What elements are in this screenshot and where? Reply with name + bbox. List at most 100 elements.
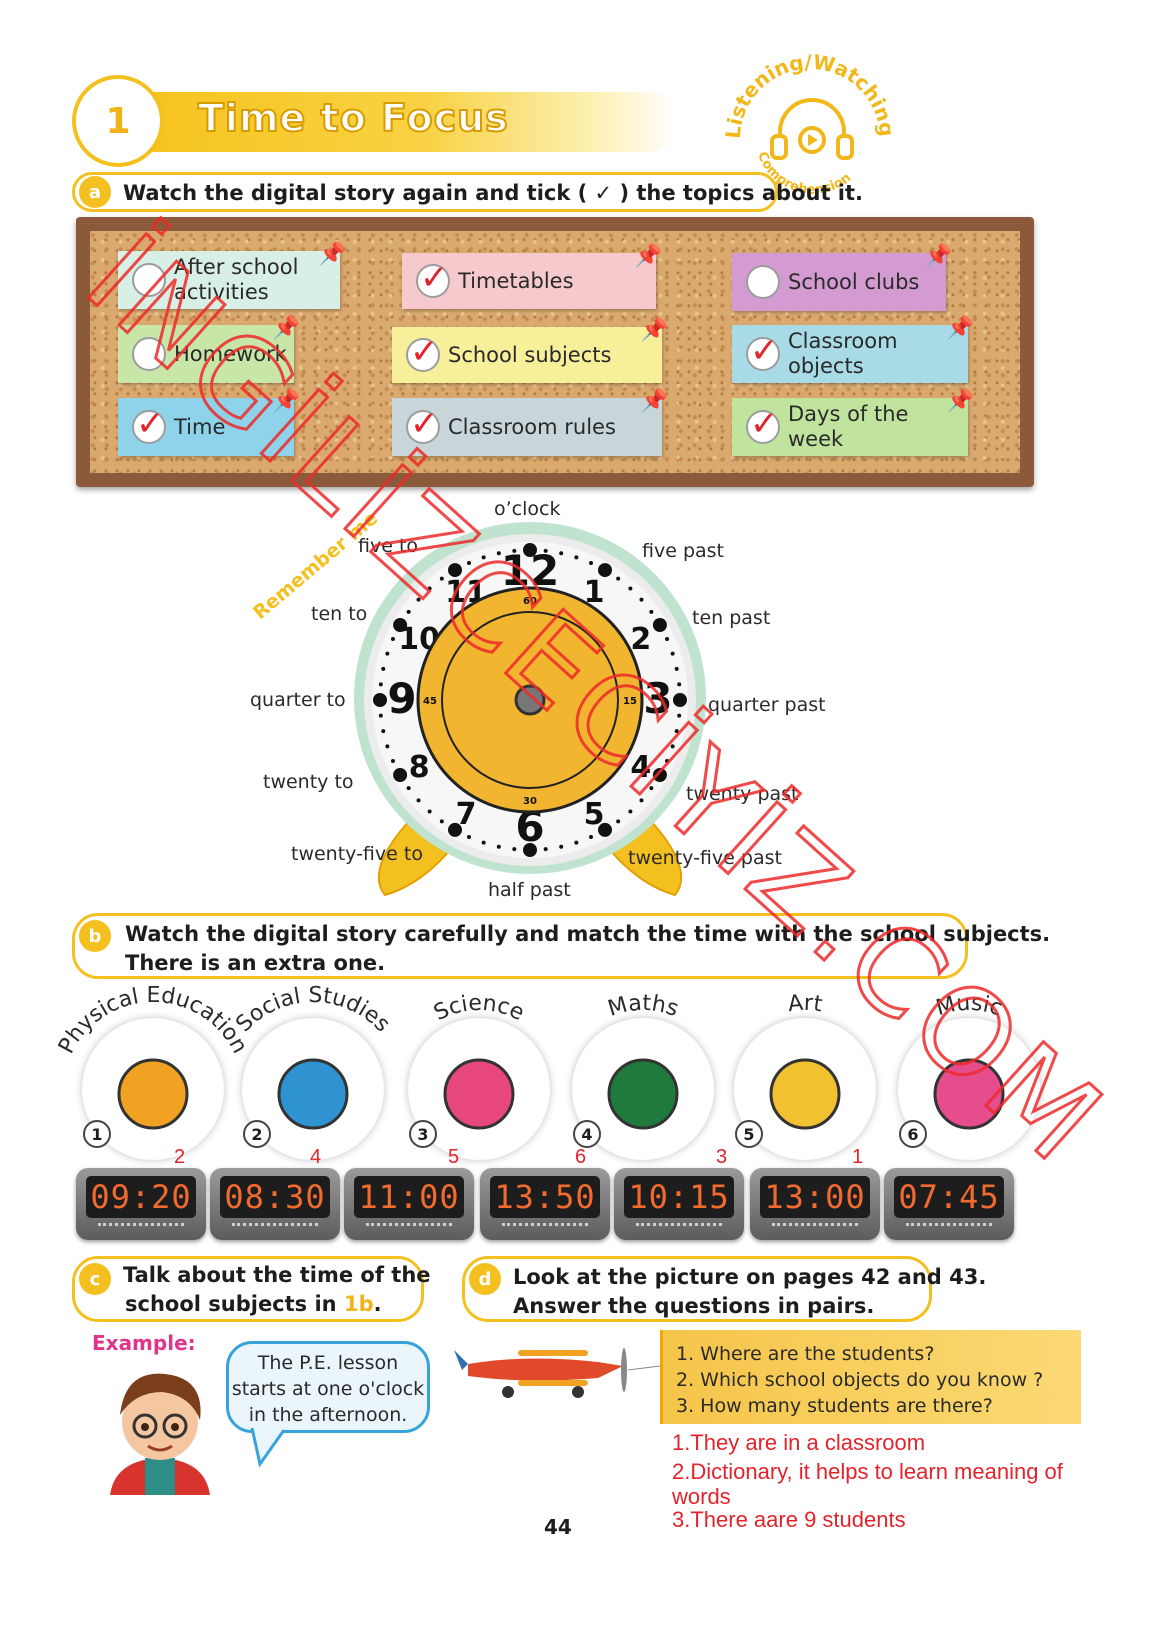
tick-checkbox[interactable]	[746, 265, 780, 299]
pushpin-icon: 📌	[946, 388, 974, 413]
minute-dot	[616, 819, 621, 824]
label-five-to: five to	[358, 535, 419, 557]
clock-numeral: 8	[409, 750, 430, 785]
airplane-icon	[454, 1348, 660, 1398]
tick-checkbox[interactable]	[132, 337, 166, 371]
pushpin-icon: 📌	[318, 241, 346, 266]
handwritten-answer: 3	[716, 1146, 728, 1168]
label-five-past: five past	[642, 540, 724, 562]
minute-dot	[639, 798, 644, 803]
pushpin-icon: 📌	[640, 317, 668, 342]
minute-dot	[649, 786, 654, 791]
subject-number: 6	[899, 1120, 927, 1148]
page-title: Time to Focus	[197, 95, 509, 141]
topic-label: Timetables	[458, 268, 574, 293]
clock-buttons	[98, 1223, 184, 1234]
minute-dot	[406, 609, 411, 614]
tick-checkbox[interactable]: ✓	[406, 404, 440, 444]
tick-checkbox[interactable]: ✓	[406, 332, 440, 372]
svg-text:Art: Art	[787, 991, 825, 1018]
minute-dot	[559, 844, 564, 849]
minute-dot	[381, 666, 386, 671]
minute-dot	[439, 576, 444, 581]
minute-dot	[616, 576, 621, 581]
minute-dot	[589, 560, 594, 565]
page-number: 44	[544, 1515, 572, 1539]
letter-d: d	[469, 1263, 501, 1295]
hour-dot	[448, 822, 462, 837]
clock-numeral: 4	[630, 750, 651, 785]
minute-dot	[385, 744, 390, 749]
letter-a: a	[79, 176, 111, 208]
clock-numeral: 7	[456, 797, 477, 832]
answer-1: 1.They are in a classroom	[672, 1430, 926, 1455]
tick-checkbox[interactable]: ✓	[132, 404, 166, 444]
question-1: 1. Where are the students?	[676, 1343, 935, 1365]
minute-dot	[481, 555, 486, 560]
subject-number: 2	[243, 1120, 271, 1148]
checkmark-icon: ✓	[136, 404, 165, 444]
minute-dot	[496, 551, 501, 556]
minute-dot	[466, 835, 471, 840]
tick-checkbox[interactable]: ✓	[746, 331, 780, 371]
digital-clock: 10:15	[614, 1168, 744, 1240]
bubble-line-2: starts at one o'clock	[231, 1378, 425, 1400]
tick-checkbox[interactable]: ✓	[416, 258, 450, 298]
hour-dot	[673, 693, 687, 707]
label-ten-past: ten past	[692, 607, 771, 629]
tick-checkbox[interactable]: ✓	[746, 404, 780, 444]
clock-numeral: 2	[630, 622, 651, 657]
hour-dot	[523, 843, 537, 857]
subject-number: 5	[735, 1120, 763, 1148]
minute-dot	[390, 636, 395, 641]
minute-dot	[674, 666, 679, 671]
flask-icon	[443, 1058, 515, 1130]
topic-note: ✓Time📌	[118, 388, 300, 456]
topic-note: ✓Classroom rules📌	[392, 388, 668, 456]
minute-dot	[416, 798, 421, 803]
letter-c: c	[79, 1263, 111, 1295]
checkmark-icon: ✓	[750, 404, 779, 444]
minute-dot	[406, 786, 411, 791]
subject-name: Physical Education	[54, 983, 252, 1058]
topic-label: School clubs	[788, 269, 920, 294]
subject-number: 1	[83, 1120, 111, 1148]
digital-clock-time: 11:00	[354, 1176, 464, 1218]
instruction-c: c Talk about the time of the school subj…	[72, 1256, 431, 1322]
topic-note: School clubs📌	[732, 243, 952, 311]
subject-name: Science	[430, 991, 528, 1026]
pushpin-icon: 📌	[272, 315, 300, 340]
label-oclock: o’clock	[494, 498, 561, 520]
subject-name: Maths	[605, 991, 682, 1022]
hour-dot	[448, 563, 462, 578]
minute-dot	[559, 551, 564, 556]
minute-mark-label: 45	[423, 696, 437, 707]
answer-2: 2.Dictionary, it helps to learn meaning …	[672, 1459, 1063, 1484]
boy-avatar	[110, 1373, 210, 1495]
checkmark-icon: ✓	[410, 404, 439, 444]
tick-checkbox[interactable]	[132, 263, 166, 297]
clock-buttons	[906, 1223, 992, 1234]
digital-clock: 08:30	[210, 1168, 340, 1240]
instruction-d-line2: Answer the questions in pairs.	[513, 1294, 875, 1318]
listening-badge: Listening/Watching Comprehension	[721, 50, 899, 194]
minute-dot	[512, 847, 517, 852]
clock-numeral: 3	[643, 674, 672, 723]
answer-3: 3.There aare 9 students	[672, 1507, 906, 1532]
section-number: 1	[72, 75, 164, 167]
minute-mark-label: 30	[523, 796, 537, 807]
pushpin-icon: 📌	[640, 388, 668, 413]
label-twenty-five-past: twenty-five past	[628, 847, 782, 869]
minute-dot	[574, 840, 579, 845]
minute-dot	[649, 609, 654, 614]
minute-dot	[543, 548, 548, 553]
clock-numeral: 5	[584, 797, 605, 832]
clock-center	[514, 684, 546, 716]
hour-dot	[652, 618, 667, 632]
minute-dot	[670, 744, 675, 749]
hour-dot	[393, 618, 408, 632]
instruction-b-line1: Watch the digital story carefully and ma…	[125, 922, 1051, 946]
subject-name: Music	[933, 991, 1005, 1022]
checkmark-icon: ✓	[410, 332, 439, 372]
